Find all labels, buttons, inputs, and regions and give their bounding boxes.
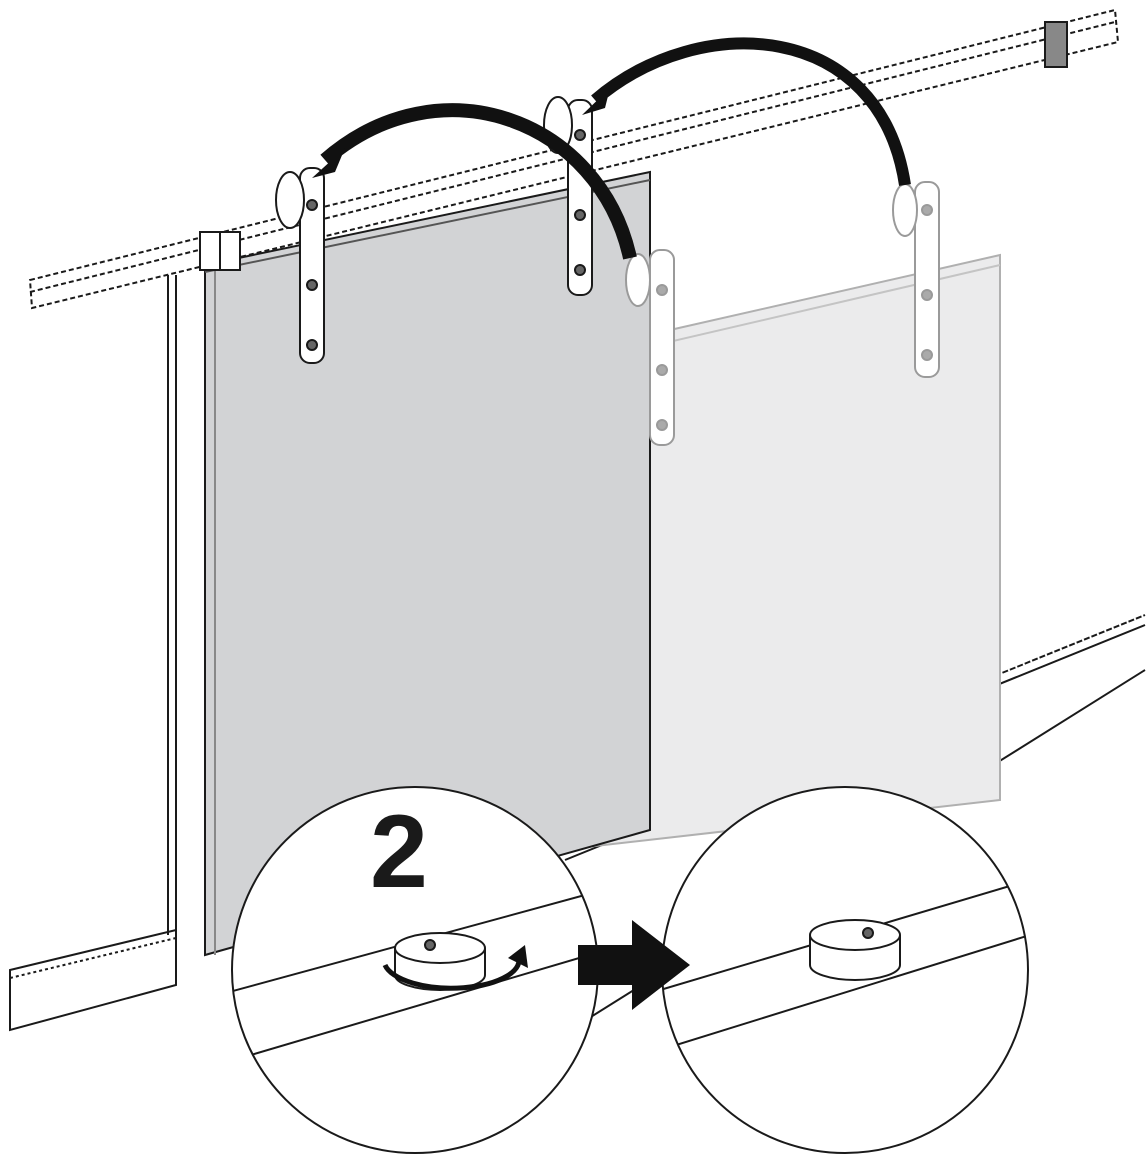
floor-guide-knob [394,932,486,991]
hanger-front-left [275,167,325,364]
hanger-ghost-left [625,249,675,446]
track-stopper-right [1044,21,1068,68]
floor-rail-left [9,928,177,1032]
curved-arrow-icon [312,103,637,260]
right-arrow-icon [578,920,690,1010]
detail-circle-after [661,786,1029,1154]
track-stopper-left [199,231,241,271]
step-number: 2 [370,794,428,910]
hanger-ghost-right [892,181,940,378]
rotate-arrow-icon [382,945,528,991]
floor-guide-knob-tightened [809,919,901,981]
detail-circle-before [231,786,599,1154]
wall-edge [167,275,177,935]
hanger-front-right [543,96,593,296]
curved-arrow-icon [582,37,911,186]
